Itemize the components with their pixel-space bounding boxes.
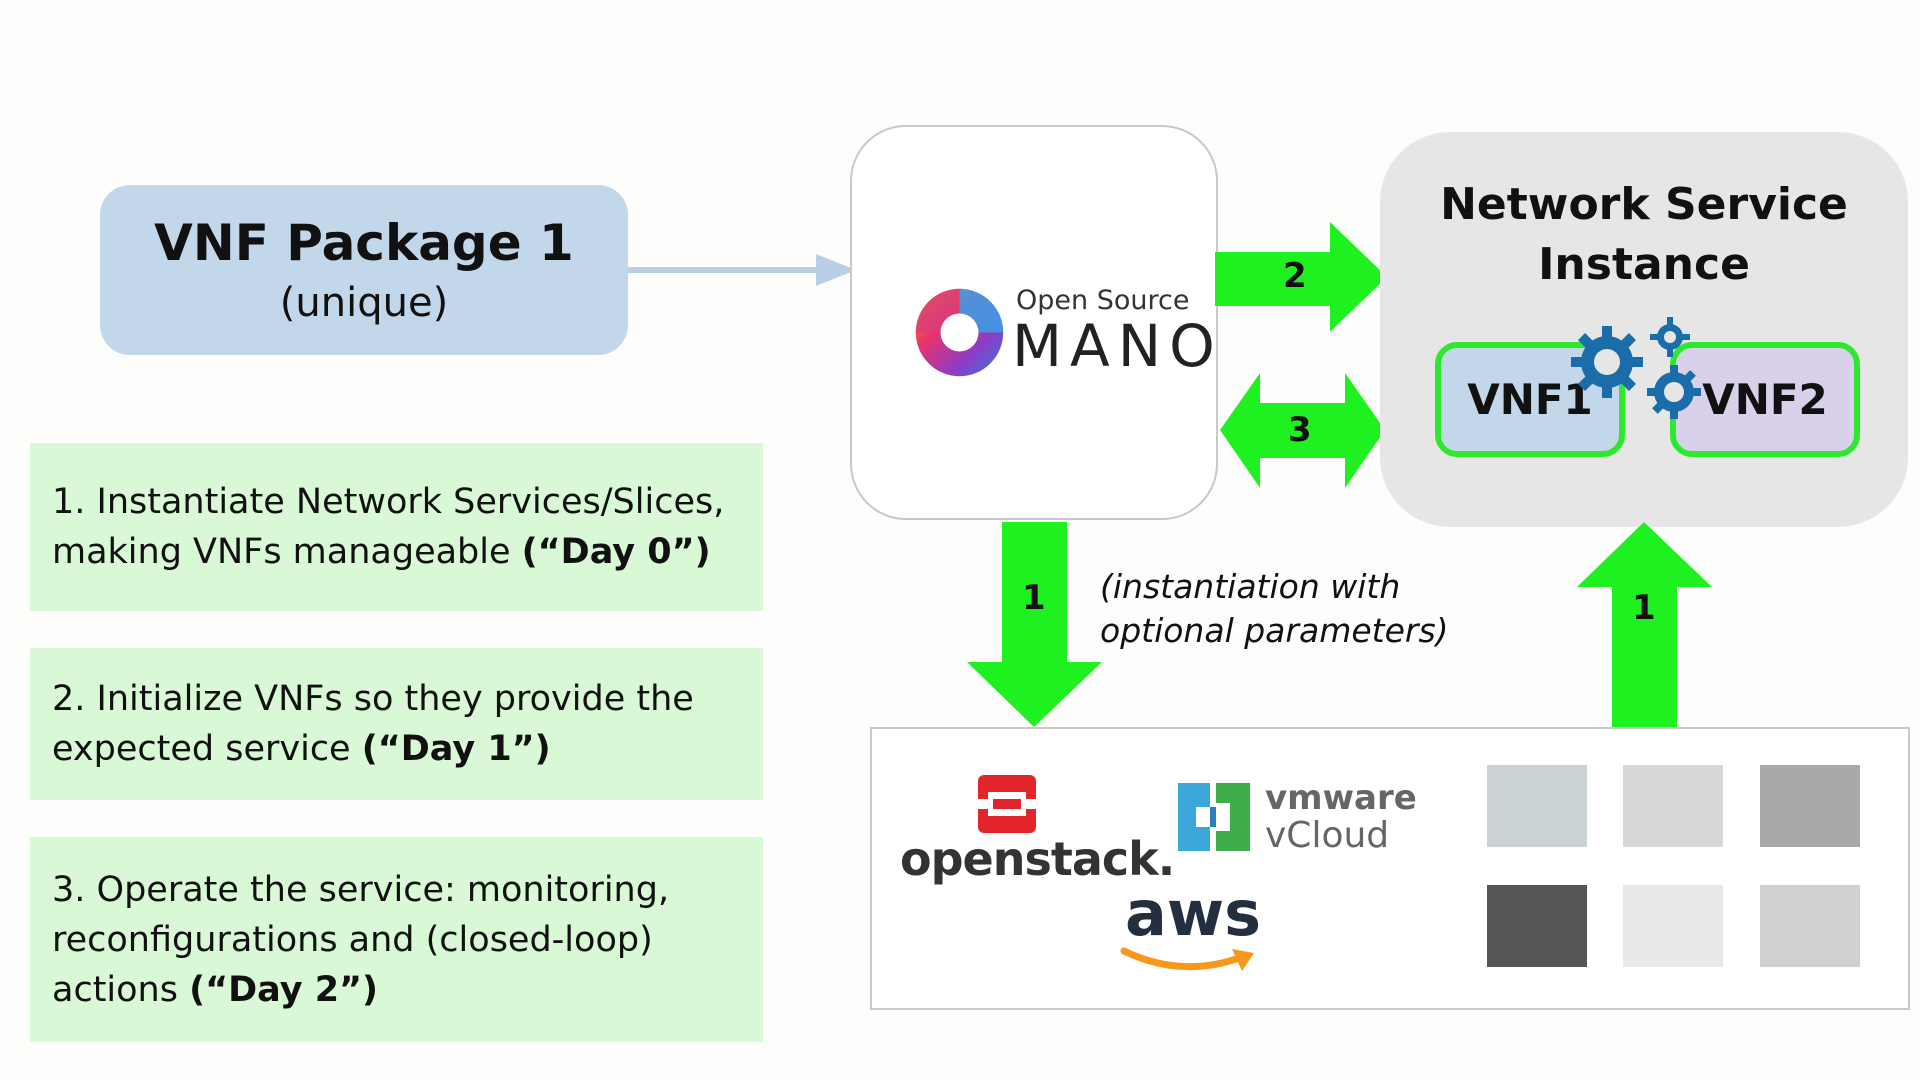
arrow-1-up (1577, 522, 1712, 727)
step-day2: 3. Operate the service: monitoring, reco… (30, 837, 763, 1042)
resource-tile (1623, 765, 1723, 847)
step-day0-text: 1. Instantiate Network Services/Slices, … (52, 482, 725, 572)
annotation-line2: optional parameters) (1100, 611, 1449, 650)
openstack-logo-icon (978, 775, 1036, 833)
resource-tile (1487, 765, 1587, 847)
network-service-instance-title: Network Service Instance (1380, 175, 1908, 295)
mano-open-source-label: Open Source (1016, 285, 1190, 316)
aws-smile-icon (1120, 947, 1254, 971)
osm-logo-icon (915, 288, 1004, 377)
vmware-wordmark: vmware (1265, 778, 1417, 818)
step-day1-text: 2. Initialize VNFs so they provide the e… (52, 679, 694, 769)
resource-tile (1760, 765, 1860, 847)
step-day1-label: (“Day 1”) (361, 729, 551, 769)
vcloud-wordmark: vCloud (1265, 815, 1390, 856)
instantiation-annotation: (instantiation with optional parameters) (1100, 565, 1449, 653)
vnf2-box: VNF2 (1670, 342, 1860, 457)
vnf1-label: VNF1 (1467, 375, 1593, 424)
mano-box (850, 125, 1218, 520)
infrastructure-box (870, 727, 1910, 1010)
vnf-package-box: VNF Package 1 (unique) (100, 185, 628, 355)
resource-tile (1623, 885, 1723, 967)
arrow-1-down-label: 1 (1022, 578, 1046, 618)
vnf2-label: VNF2 (1702, 375, 1828, 424)
openstack-wordmark: openstack. (900, 832, 1175, 886)
arrow-3 (1220, 373, 1385, 488)
step-day0-label: (“Day 0”) (521, 532, 711, 572)
nsi-title-line2: Instance (1538, 239, 1750, 290)
resource-tile (1487, 885, 1587, 967)
step-day0: 1. Instantiate Network Services/Slices, … (30, 443, 763, 611)
annotation-line1: (instantiation with (1100, 567, 1401, 606)
vcloud-logo-icon (1178, 783, 1250, 851)
vnf-package-subtitle: (unique) (279, 280, 449, 326)
arrow-1-up-label: 1 (1632, 588, 1656, 628)
arrow-1-down (967, 522, 1102, 727)
network-service-instance-box (1380, 132, 1908, 527)
step-day1: 2. Initialize VNFs so they provide the e… (30, 648, 763, 800)
aws-wordmark: aws (1125, 877, 1262, 950)
arrow-3-label: 3 (1288, 410, 1312, 450)
vnf-package-title: VNF Package 1 (154, 214, 574, 272)
gears-icon (1571, 317, 1701, 419)
package-to-mano-arrow (628, 254, 856, 286)
resource-tile (1760, 885, 1860, 967)
mano-label: MANO (1012, 312, 1223, 380)
step-day2-label: (“Day 2”) (189, 969, 379, 1010)
arrow-2-label: 2 (1283, 256, 1307, 296)
nsi-title-line1: Network Service (1440, 179, 1848, 230)
arrow-2 (1215, 222, 1387, 332)
step-day2-text: 3. Operate the service: monitoring, reco… (52, 869, 670, 1010)
